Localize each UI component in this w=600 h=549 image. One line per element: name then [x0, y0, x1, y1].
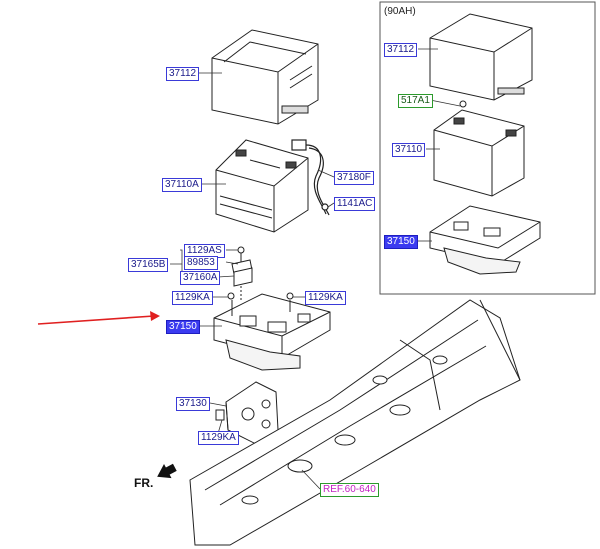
part-label-base-tray-main[interactable]: 37150	[166, 320, 200, 334]
leader-lines	[170, 48, 461, 490]
pointer-arrow	[37, 311, 160, 325]
front-direction-icon	[157, 463, 177, 479]
battery-tray-drawing	[211, 29, 319, 125]
cable-drawing	[291, 139, 330, 216]
base-tray-drawing	[213, 293, 331, 371]
part-label-bolt-1129-bottom[interactable]: 1129KA	[198, 431, 239, 445]
inset-title: (90AH)	[384, 6, 416, 17]
part-label-bolt-1129-right[interactable]: 1129KA	[305, 291, 346, 305]
part-label-tray-main[interactable]: 37112	[166, 67, 200, 81]
inset-battery-drawing	[433, 100, 525, 197]
battery-drawing	[215, 139, 309, 233]
inset-label-517[interactable]: 517A1	[398, 94, 433, 108]
inset-label-tray[interactable]: 37112	[384, 43, 418, 57]
inset-frame	[379, 1, 596, 295]
part-label-nut-89853[interactable]: 89853	[184, 256, 218, 270]
part-label-bolt-1141[interactable]: 1141AC	[334, 197, 376, 211]
inset-label-battery[interactable]: 37110	[392, 143, 426, 157]
inset-label-base[interactable]: 37150	[384, 235, 418, 249]
support-bracket-drawing	[215, 381, 279, 445]
front-direction-label: FR.	[134, 476, 154, 490]
part-label-battery-main[interactable]: 37110A	[162, 178, 202, 192]
ref-link[interactable]: REF.60-640	[320, 483, 379, 497]
part-label-support-37130[interactable]: 37130	[176, 397, 210, 411]
part-label-bracket-37160[interactable]: 37160A	[180, 271, 221, 285]
inset-tray-drawing	[429, 13, 533, 101]
frame-rail-drawing	[189, 299, 521, 546]
inset-base-drawing	[429, 205, 541, 275]
part-label-cable[interactable]: 37180F	[334, 171, 374, 185]
part-label-bolt-1129-left[interactable]: 1129KA	[172, 291, 213, 305]
fastener-stack-drawing	[227, 246, 294, 300]
part-label-bracket-37165[interactable]: 37165B	[128, 258, 169, 272]
